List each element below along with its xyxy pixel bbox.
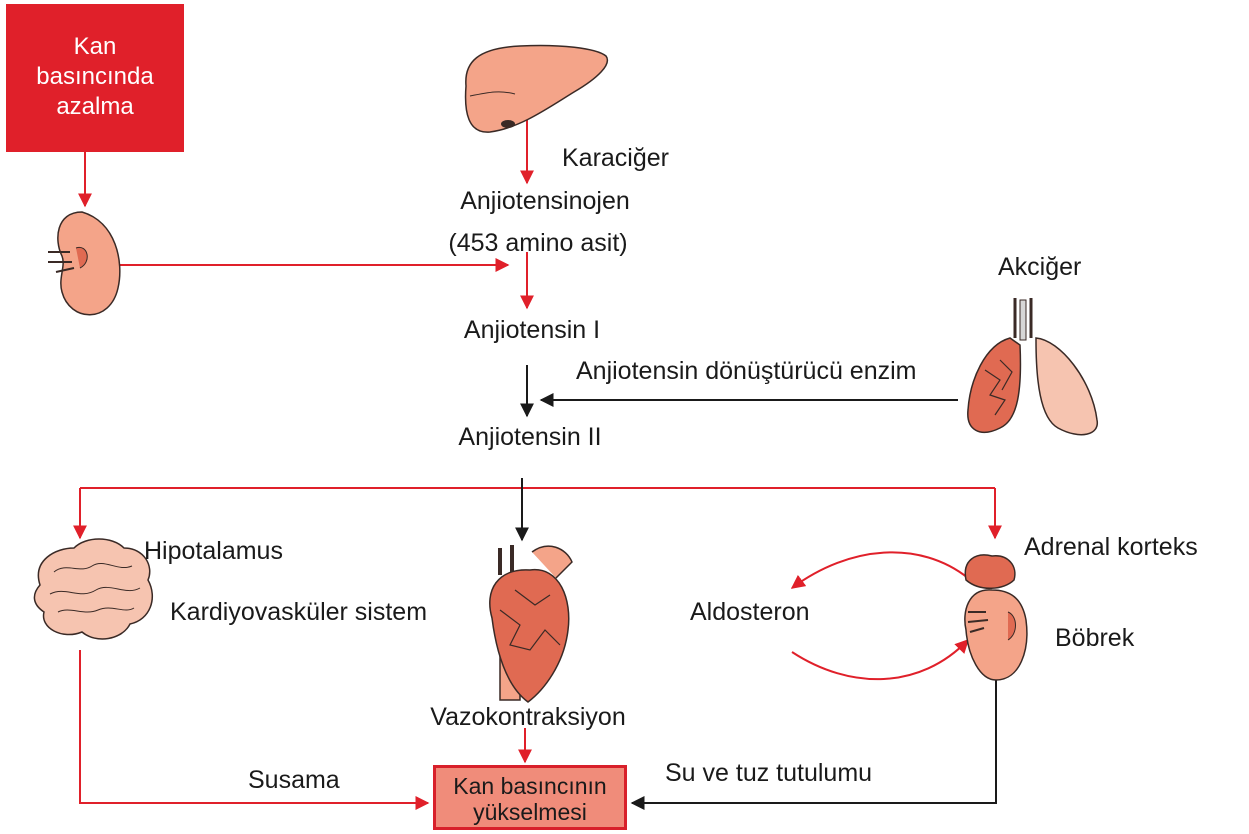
vasoconstriction-label: Vazokontraksiyon xyxy=(430,702,625,733)
lung-label: Akciğer xyxy=(998,252,1081,283)
end-line-1: Kan basıncının xyxy=(436,773,624,799)
heart-icon xyxy=(490,545,572,702)
end-box-blood-pressure-rise: Kan basıncının yükselmesi xyxy=(433,765,627,830)
adrenal-cortex-label: Adrenal korteks xyxy=(1024,532,1198,563)
start-line-3: azalma xyxy=(6,92,184,122)
angiotensin-1-label: Anjiotensin I xyxy=(464,315,600,346)
ace-label: Anjiotensin dönüştürücü enzim xyxy=(576,356,916,387)
angiotensinogen-note: (453 amino asit) xyxy=(448,228,627,259)
liver-label: Karaciğer xyxy=(562,143,669,174)
kidney-icon xyxy=(48,212,120,315)
arrow-aldosterone-to-kidney xyxy=(792,640,968,679)
end-line-2: yükselmesi xyxy=(436,799,624,825)
thirst-label: Susama xyxy=(248,765,340,796)
angiotensinogen-label: Anjiotensinojen xyxy=(460,186,630,217)
kidney-label: Böbrek xyxy=(1055,623,1134,654)
cardiovascular-label: Kardiyovasküler sistem xyxy=(170,597,427,628)
hypothalamus-label: Hipotalamus xyxy=(144,536,283,567)
liver-icon xyxy=(466,45,608,132)
start-line-1: Kan xyxy=(6,32,184,62)
adrenal-kidney-icon xyxy=(965,555,1027,680)
start-line-2: basıncında xyxy=(6,62,184,92)
lung-icon xyxy=(968,298,1097,435)
brain-icon xyxy=(34,539,152,639)
start-box-low-blood-pressure: Kan basıncında azalma xyxy=(6,4,184,152)
arrow-adrenal-to-aldosterone xyxy=(792,552,968,588)
angiotensin-2-label: Anjiotensin II xyxy=(458,422,601,453)
water-salt-retention-label: Su ve tuz tutulumu xyxy=(665,758,872,789)
aldosterone-label: Aldosteron xyxy=(690,597,810,628)
